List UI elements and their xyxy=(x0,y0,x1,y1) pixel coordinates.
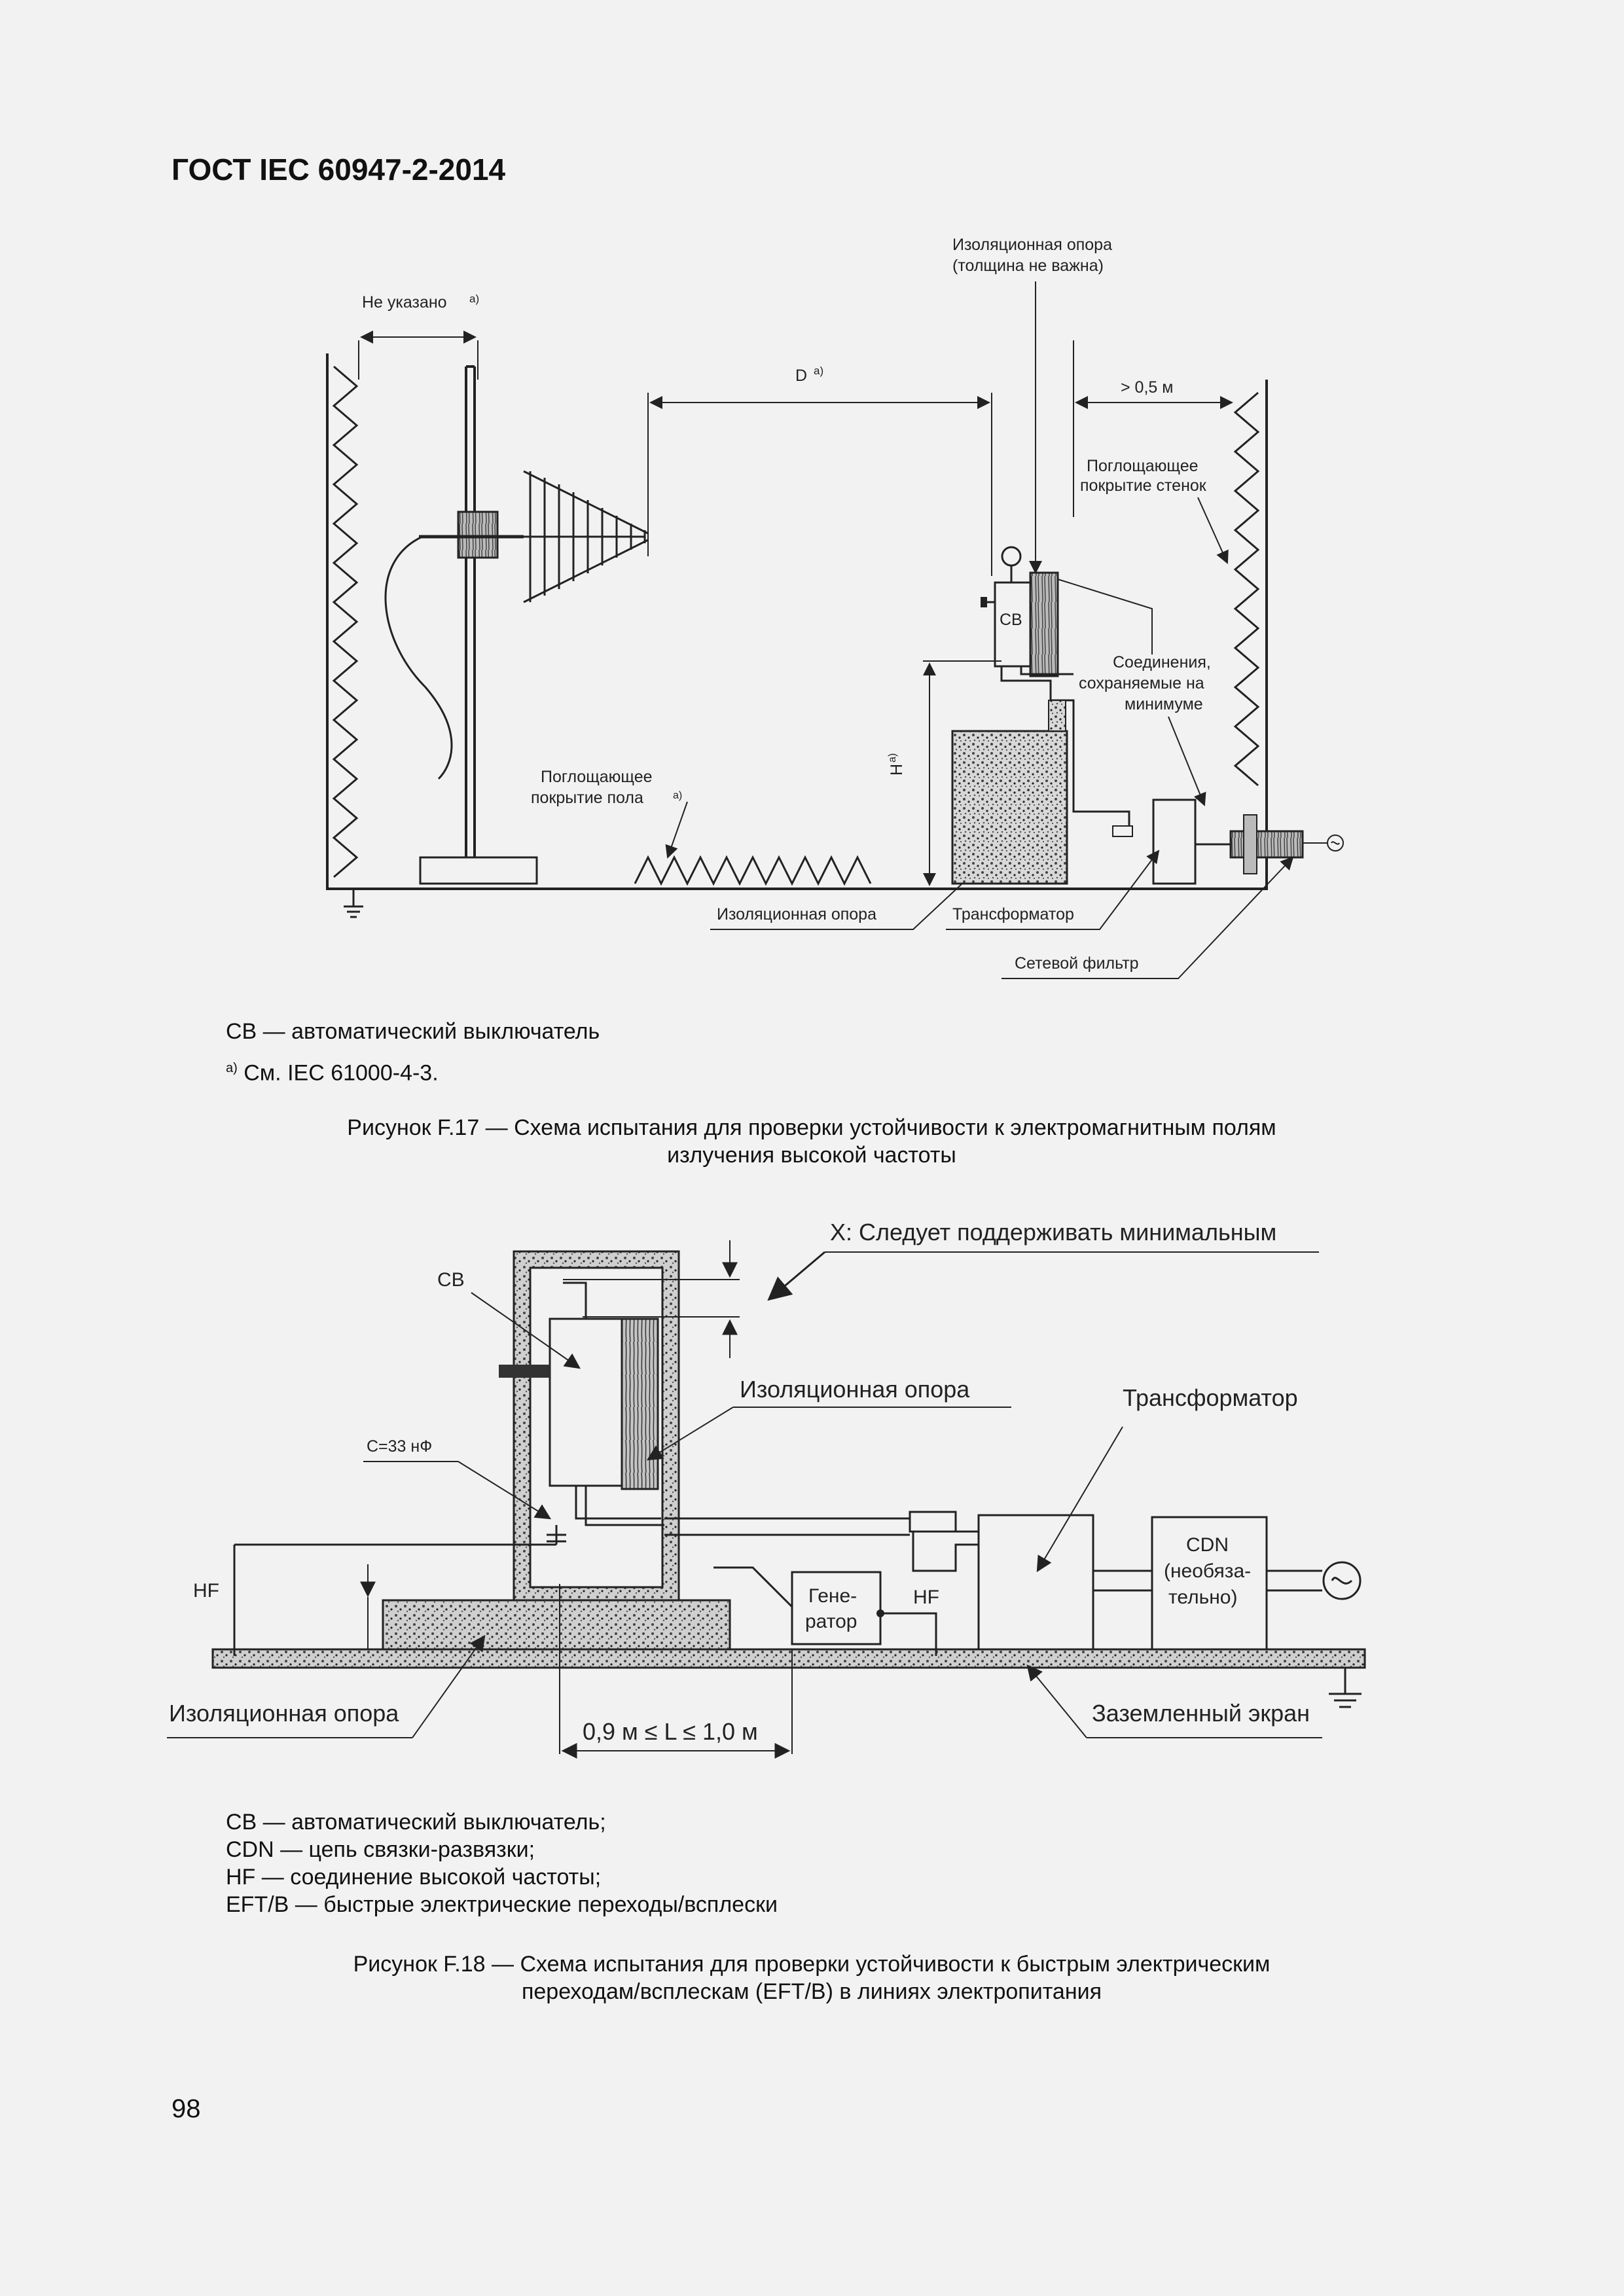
transformer-f17 xyxy=(1152,798,1197,885)
mains-filter-f17 xyxy=(1229,814,1344,874)
document-header: ГОСТ IEC 60947-2-2014 xyxy=(171,152,506,187)
cdn-f18 xyxy=(1151,1516,1268,1651)
transformer-f18 xyxy=(977,1514,1094,1651)
label-hf-left: HF xyxy=(193,1580,219,1602)
label-cb-f17: СВ xyxy=(1000,611,1022,629)
ground-symbol-f18 xyxy=(1329,1668,1362,1708)
label-not-specified: Не указано xyxy=(362,293,447,312)
label-capacitor: С=33 нФ xyxy=(367,1437,432,1456)
antenna-cable xyxy=(384,535,453,780)
label-h: H xyxy=(888,764,906,776)
circuit-breaker-f18 xyxy=(549,1318,623,1487)
f18-legend-1: СВ — автоматический выключатель; xyxy=(226,1810,606,1835)
f17-note-mark: а) xyxy=(226,1061,238,1075)
isol-support-plate-f18 xyxy=(621,1318,659,1490)
chamber-outline xyxy=(326,353,1268,890)
f18-caption-line2: переходам/всплескам (EFT/B) в линиях эле… xyxy=(521,1979,1102,2004)
label-sup-a2: а) xyxy=(814,365,823,377)
figure-f17-diagram: Не указано а) D а) Изоляционная опора (т… xyxy=(326,236,1344,979)
label-gt-05m: > 0,5 м xyxy=(1121,378,1173,397)
right-wall-absorber xyxy=(1233,391,1260,787)
ground-symbol xyxy=(344,889,363,918)
antenna-base xyxy=(419,856,538,885)
label-conn-3: минимуме xyxy=(1125,695,1203,713)
label-distance: 0,9 м ≤ L ≤ 1,0 м xyxy=(583,1718,758,1745)
f17-note-text: См. IEC 61000-4-3. xyxy=(244,1060,439,1086)
label-floor-absorb-2: покрытие пола xyxy=(531,789,643,807)
f18-legend-3: HF — соединение высокой частоты; xyxy=(226,1865,602,1890)
label-cdn-3: тельно) xyxy=(1168,1587,1237,1608)
f17-legend-note: а) См. IEC 61000-4-3. xyxy=(226,1055,439,1086)
antenna-mast xyxy=(465,365,476,857)
generator-f18 xyxy=(791,1571,882,1645)
label-cdn-1: CDN xyxy=(1186,1534,1229,1556)
label-sup-a1: а) xyxy=(469,293,479,305)
label-gen-1: Гене- xyxy=(808,1585,857,1607)
label-cb-f18: СВ xyxy=(437,1269,465,1291)
f17-legend-cb: СВ — автоматический выключатель xyxy=(226,1019,600,1044)
log-periodic-antenna xyxy=(523,470,649,603)
label-transformer-f17: Трансформатор xyxy=(952,905,1074,924)
label-mains-filter: Сетевой фильтр xyxy=(1015,954,1139,973)
ground-plane-f18 xyxy=(211,1648,1366,1669)
label-wall-absorb-2: покрытие стенок xyxy=(1080,476,1207,495)
label-gen-2: ратор xyxy=(805,1611,857,1632)
label-x-note: X: Следует поддерживать минимальным xyxy=(830,1219,1276,1246)
label-wall-absorb-1: Поглощающее xyxy=(1087,457,1199,475)
label-hf-right: HF xyxy=(913,1587,939,1608)
label-ground-screen: Заземленный экран xyxy=(1092,1700,1310,1727)
circuit-breaker-f17: СВ xyxy=(981,546,1059,677)
label-d: D xyxy=(795,367,807,385)
isolating-support-f18 xyxy=(382,1599,731,1651)
label-floor-absorb-1: Поглощающее xyxy=(541,768,653,786)
left-wall-absorber xyxy=(332,365,359,878)
label-isol-support-bottom-f18: Изоляционная опора xyxy=(169,1700,399,1727)
label-isol-support-top: Изоляционная опора xyxy=(952,236,1112,254)
f17-caption-line1: Рисунок F.17 — Схема испытания для прове… xyxy=(347,1115,1276,1140)
label-isol-support-f18: Изоляционная опора xyxy=(740,1376,970,1403)
f18-legend-4: EFT/B — быстрые электрические переходы/в… xyxy=(226,1892,778,1917)
label-conn-2: сохраняемые на xyxy=(1079,674,1204,692)
figure-f18-diagram: X: Следует поддерживать минимальным СВ И… xyxy=(167,1219,1366,1759)
label-isol-support-bottom: Изоляционная опора xyxy=(717,905,876,924)
label-cdn-2: (необяза- xyxy=(1164,1560,1251,1582)
antenna-clamp xyxy=(457,511,499,559)
f18-legend-2: CDN — цепь связки-развязки; xyxy=(226,1837,535,1862)
page-number: 98 xyxy=(171,2094,201,2123)
isolating-table-f17 xyxy=(951,730,1068,885)
label-conn-1: Соединения, xyxy=(1113,653,1211,672)
f18-caption-line1: Рисунок F.18 — Схема испытания для прове… xyxy=(353,1952,1271,1977)
label-transformer-f18: Трансформатор xyxy=(1123,1384,1298,1411)
label-thickness: (толщина не важна) xyxy=(952,257,1104,275)
label-sup-a4: а) xyxy=(673,790,682,801)
ac-source-icon xyxy=(1322,1561,1362,1600)
label-sup-a3: а) xyxy=(887,753,898,762)
f17-caption-line2: излучения высокой частоты xyxy=(667,1143,956,1168)
